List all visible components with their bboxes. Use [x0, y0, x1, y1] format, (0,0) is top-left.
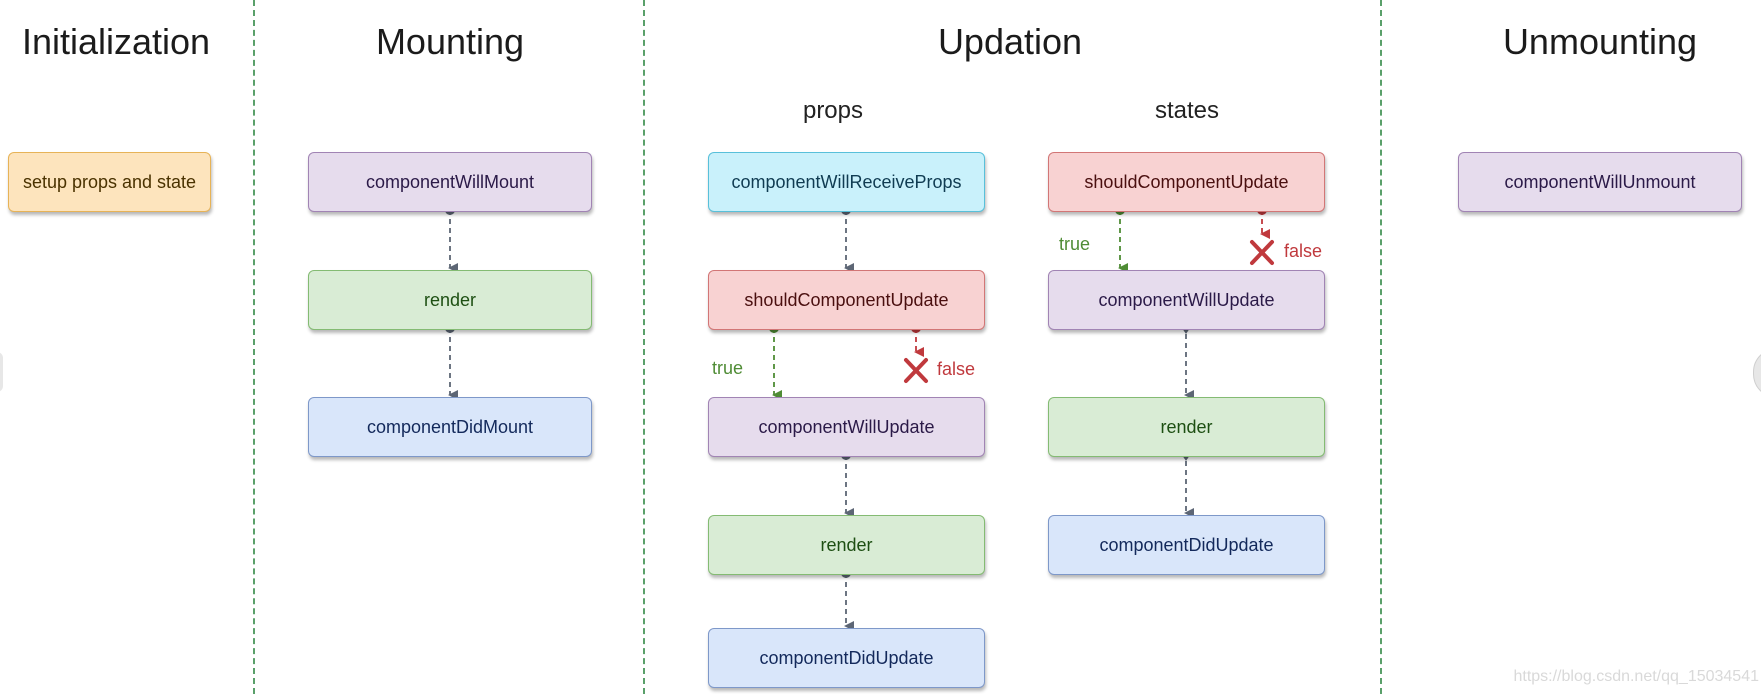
- edge-states-will-update-to-render: [1182, 328, 1194, 400]
- node-setup-props-and-state: setup props and state: [8, 152, 211, 212]
- node-states-render: render: [1048, 397, 1325, 457]
- node-states-component-did-update: componentDidUpdate: [1048, 515, 1325, 575]
- node-props-component-will-receive-props: componentWillReceiveProps: [708, 152, 985, 212]
- edge-props-should-false: [904, 323, 928, 383]
- phase-title-unmounting: Unmounting: [1502, 21, 1698, 62]
- label-states-false: false: [1284, 241, 1323, 261]
- node-states-should-component-update: shouldComponentUpdate: [1048, 152, 1325, 212]
- edge-props-should-true: [769, 323, 782, 400]
- node-props-render: render: [708, 515, 985, 575]
- edge-mount-render-to-did: [445, 323, 458, 400]
- edge-states-should-false: [1250, 205, 1274, 265]
- label-props-true: true: [712, 358, 744, 378]
- divider-mount-update: [643, 0, 645, 694]
- node-props-should-component-update: shouldComponentUpdate: [708, 270, 985, 330]
- label-states-true: true: [1059, 234, 1091, 254]
- edge-states-should-true: [1115, 205, 1128, 273]
- node-mount-render: render: [308, 270, 592, 330]
- divider-update-unmount: [1380, 0, 1382, 694]
- node-mount-component-did-mount: componentDidMount: [308, 397, 592, 457]
- label-props-false: false: [937, 359, 976, 379]
- subphase-title-states: states: [1154, 97, 1220, 124]
- watermark-text: https://blog.csdn.net/qq_15034541: [1513, 668, 1759, 685]
- prev-slide-handle[interactable]: [0, 352, 3, 392]
- false-cross-icon: [904, 358, 928, 383]
- false-cross-icon: [1250, 240, 1274, 265]
- edge-props-receive-to-should: [841, 205, 854, 273]
- edge-props-render-to-did-update: [841, 568, 854, 631]
- node-mount-component-will-mount: componentWillMount: [308, 152, 592, 212]
- edge-props-will-update-to-render: [841, 450, 854, 518]
- edge-states-render-to-did-update: [1182, 455, 1194, 518]
- subphase-title-props: props: [802, 97, 864, 124]
- phase-title-updation: Updation: [937, 21, 1083, 62]
- node-props-component-will-update: componentWillUpdate: [708, 397, 985, 457]
- phase-title-initialization: Initialization: [21, 21, 211, 62]
- node-unmount-component-will-unmount: componentWillUnmount: [1458, 152, 1742, 212]
- divider-init-mount: [253, 0, 255, 694]
- phase-title-mounting: Mounting: [375, 21, 525, 62]
- node-props-component-did-update: componentDidUpdate: [708, 628, 985, 688]
- edge-mount-will-to-render: [445, 205, 458, 273]
- node-states-component-will-update: componentWillUpdate: [1048, 270, 1325, 330]
